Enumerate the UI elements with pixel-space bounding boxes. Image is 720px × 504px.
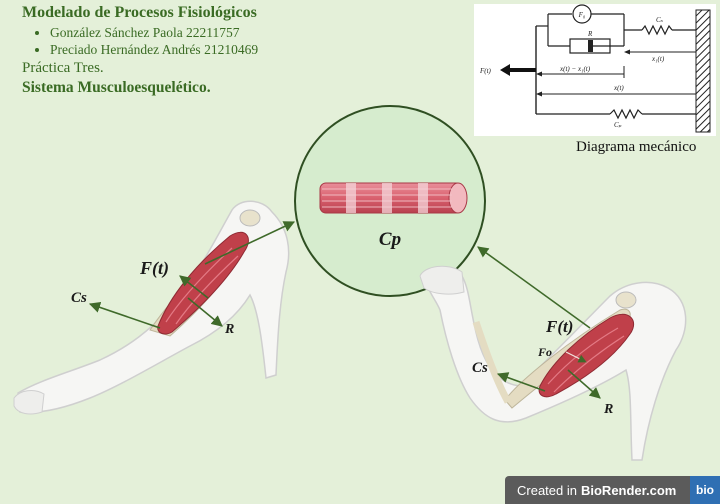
cs-spring-label: Cₛ xyxy=(656,16,664,24)
left-ft-label: F(t) xyxy=(139,258,169,279)
fo-label: F₀ xyxy=(578,11,586,19)
right-cs-label: Cs xyxy=(472,360,488,376)
right-arm xyxy=(419,265,687,461)
practice-label: Práctica Tres. xyxy=(22,60,104,76)
cp-spring-label: Cₚ xyxy=(614,121,622,129)
left-cs-label: Cs xyxy=(71,290,87,306)
left-hand xyxy=(13,390,45,415)
zoom-circle: Cp xyxy=(294,105,486,297)
left-arm-skin xyxy=(17,200,290,414)
author-item: González Sánchez Paola 22211757 xyxy=(50,24,258,41)
diagram-caption: Diagrama mecánico xyxy=(576,139,697,155)
left-biceps-muscle xyxy=(157,231,249,335)
ft-label: F(t) xyxy=(479,67,492,75)
right-fo-label: Fo xyxy=(537,345,552,359)
header: Modelado de Procesos Fisiológicos Gonzál… xyxy=(22,4,258,97)
right-forearm-bone xyxy=(472,320,512,404)
left-shoulder-bone xyxy=(239,209,261,227)
mechanical-diagram: F₀ Cₛ R x₁(t) x(t) − x₁(t) x(t) Cₚ xyxy=(474,4,716,136)
x-label: x(t) xyxy=(613,84,624,92)
system-label: Sistema Musculoesquelético. xyxy=(22,79,211,96)
biorender-logo-icon: bio xyxy=(690,476,720,504)
badge-brand-text: BioRender.com xyxy=(580,482,677,498)
left-arm xyxy=(13,200,290,415)
badge-created-text: Created in xyxy=(517,482,577,498)
right-r-label: R xyxy=(603,402,613,417)
right-hand xyxy=(419,265,465,295)
biorender-badge[interactable]: Created in BioRender.com bio xyxy=(505,476,720,504)
fiber-cross-section xyxy=(448,182,468,214)
right-shoulder-bone xyxy=(615,291,637,309)
left-r-label: R xyxy=(224,322,234,337)
author-list: González Sánchez Paola 22211757 Preciado… xyxy=(22,24,258,58)
damper-label: R xyxy=(587,30,593,38)
right-ft-label: F(t) xyxy=(545,317,573,336)
zoom-cp-label: Cp xyxy=(379,229,401,250)
diff-label: x(t) − x₁(t) xyxy=(559,65,591,73)
x1-label: x₁(t) xyxy=(651,55,665,63)
page-title: Modelado de Procesos Fisiológicos xyxy=(22,4,257,21)
author-item: Preciado Hernández Andrés 21210469 xyxy=(50,41,258,58)
